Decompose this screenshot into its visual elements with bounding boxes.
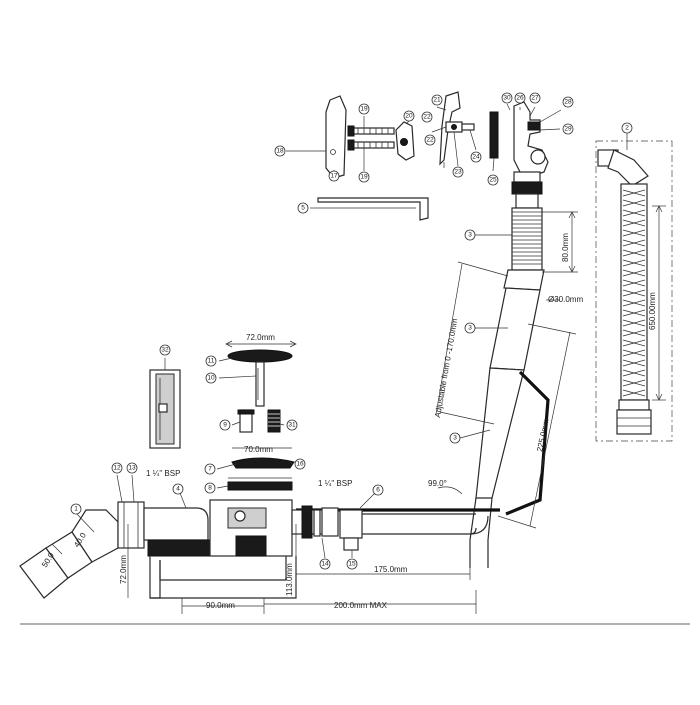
callout-13-label: 13 (128, 465, 136, 472)
overflow-head-assembly (317, 91, 549, 221)
callout-19a: 19 (358, 103, 370, 115)
dim-80: 80.0mm (561, 233, 570, 262)
callout-1: 1 (70, 503, 82, 515)
bsp-left: 1 ¼" BSP (146, 469, 180, 478)
callout-31: 31 (286, 419, 298, 431)
waste-trap-assembly (19, 499, 489, 599)
callout-24: 24 (470, 151, 482, 163)
callout-29-label: 29 (564, 126, 572, 133)
callout-16-label: 16 (296, 461, 304, 468)
callout-25: 25 (487, 174, 499, 186)
callout-10: 10 (205, 372, 217, 384)
callout-3b-label: 3 (468, 325, 472, 332)
callout-19b: 19 (358, 171, 370, 183)
callout-14: 14 (319, 558, 331, 570)
callout-8-label: 8 (208, 485, 212, 492)
dim-adjustable: Adjustable from 0 -170.0mm (433, 317, 459, 418)
callout-26: 26 (514, 92, 526, 104)
callout-28: 28 (562, 96, 574, 108)
callout-27: 27 (529, 92, 541, 104)
dim-113: 113.0mm (285, 563, 294, 596)
callout-21: 21 (431, 94, 443, 106)
dim-90: 90.0mm (206, 601, 235, 610)
callout-2: 2 (621, 122, 633, 134)
callout-5-label: 5 (301, 205, 305, 212)
callout-25-label: 25 (489, 177, 497, 184)
callout-19a-label: 19 (360, 106, 368, 113)
callout-24-label: 24 (472, 154, 480, 161)
callout-1-label: 1 (74, 506, 78, 513)
dim-72v: 72.0mm (119, 555, 128, 584)
callout-6: 6 (372, 484, 384, 496)
callout-12: 12 (111, 462, 123, 474)
callout-22b-label: 22 (426, 137, 434, 144)
dim-650: 650.00mm (648, 292, 657, 330)
callout-3a-label: 3 (468, 232, 472, 239)
callout-20: 20 (403, 110, 415, 122)
leader-lines (75, 103, 628, 559)
callout-6-label: 6 (376, 487, 380, 494)
callout-13: 13 (126, 462, 138, 474)
callout-22a-label: 22 (423, 114, 431, 121)
callout-30-label: 30 (503, 95, 511, 102)
callout-32-label: 32 (161, 347, 169, 354)
callout-3c-label: 3 (453, 435, 457, 442)
callout-15-label: 15 (348, 561, 356, 568)
callout-15: 15 (346, 558, 358, 570)
callout-10-label: 10 (207, 375, 215, 382)
callout-3c: 3 (449, 432, 461, 444)
bottom-dimensions: 72.0mm 70.0mm 40.0 50.0 72.0mm 113.0mm 9… (20, 333, 690, 625)
callout-7-label: 7 (208, 466, 212, 473)
callout-30: 30 (501, 92, 513, 104)
callout-22b: 22 (424, 134, 436, 146)
callout-9: 9 (219, 419, 231, 431)
callout-12-label: 12 (113, 465, 121, 472)
callout-4: 4 (172, 483, 184, 495)
dim-200: 200.0mm MAX (334, 601, 388, 610)
callout-29: 29 (562, 123, 574, 135)
callout-3b: 3 (464, 322, 476, 334)
callout-19b-label: 19 (360, 174, 368, 181)
dim-30: Ø30.0mm (548, 295, 583, 304)
callout-8: 8 (204, 482, 216, 494)
callout-5: 5 (297, 202, 309, 214)
callout-3a: 3 (464, 229, 476, 241)
callout-7: 7 (204, 463, 216, 475)
dim-175: 175.0mm (374, 565, 408, 574)
callout-17-label: 17 (330, 173, 338, 180)
callout-11: 11 (205, 355, 217, 367)
part-32 (149, 369, 181, 449)
callout-17: 17 (328, 170, 340, 182)
callout-27-label: 27 (531, 95, 539, 102)
callout-26-label: 26 (516, 95, 524, 102)
plug-assembly (227, 349, 295, 491)
callout-9-label: 9 (223, 422, 227, 429)
bsp-right: 1 ¼" BSP (318, 479, 352, 488)
flexible-hose-part: 650.00mm (595, 140, 673, 442)
callout-22a: 22 (421, 111, 433, 123)
overflow-pipe (296, 207, 550, 568)
callout-11-label: 11 (208, 358, 215, 365)
callout-32: 32 (159, 344, 171, 356)
callout-23: 23 (452, 166, 464, 178)
dim-70: 70.0mm (244, 445, 273, 454)
callout-14-label: 14 (321, 561, 329, 568)
dim-72: 72.0mm (246, 333, 275, 342)
callout-31-label: 31 (288, 422, 296, 429)
dim-99: 99.0° (428, 479, 447, 488)
callout-21-label: 21 (433, 97, 441, 104)
callout-18: 18 (274, 145, 286, 157)
callout-2-label: 2 (625, 125, 629, 132)
callout-4-label: 4 (176, 486, 180, 493)
callout-20-label: 20 (405, 113, 413, 120)
callout-18-label: 18 (276, 148, 284, 155)
callout-28-label: 28 (564, 99, 572, 106)
callout-23-label: 23 (454, 169, 462, 176)
callout-16: 16 (294, 458, 306, 470)
